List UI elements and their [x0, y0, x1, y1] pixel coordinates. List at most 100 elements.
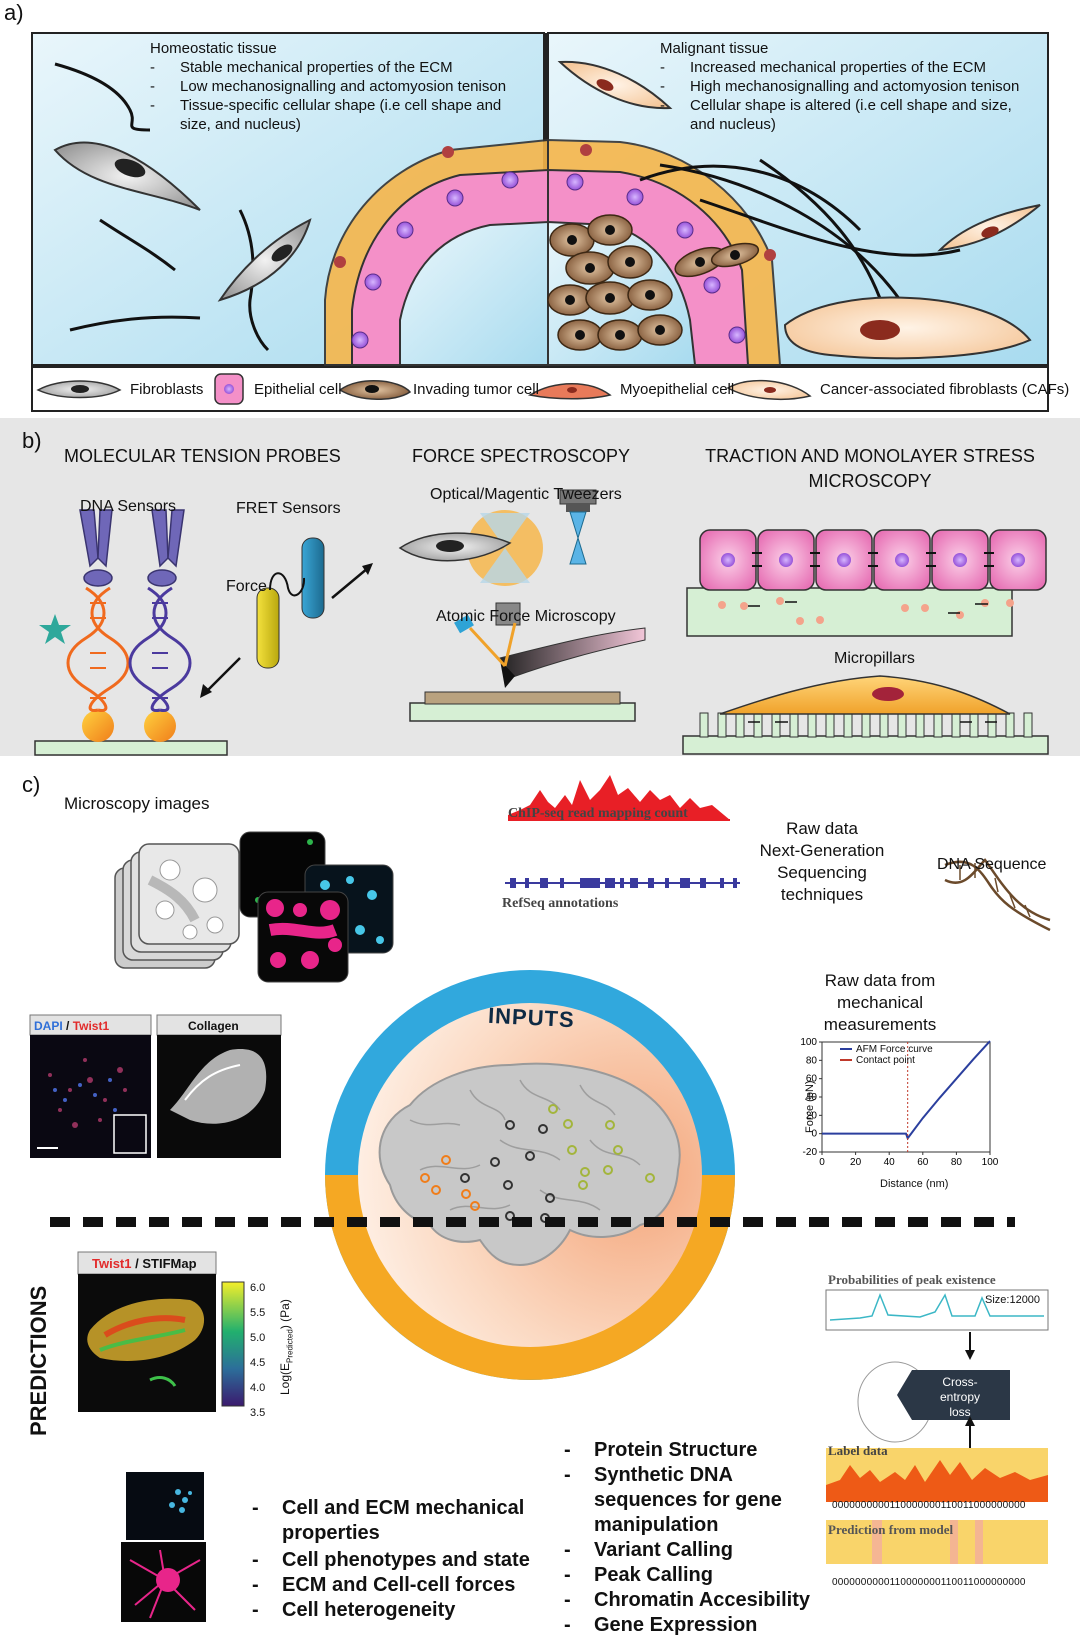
homeostatic-bullet-2: Low mechanosignalling and actomyosion te…: [150, 77, 520, 96]
afm-xlabel: Distance (nm): [880, 1178, 949, 1190]
homeostatic-text: Homeostatic tissue Stable mechanical pro…: [150, 39, 520, 134]
colorbar-tick-3: 5.0: [250, 1332, 266, 1344]
loss-line-1: Cross-: [942, 1375, 978, 1389]
traction-title-line1: TRACTION AND MONOLAYER STRESS: [705, 446, 1035, 466]
molecular-title: MOLECULAR TENSION PROBES: [64, 446, 341, 466]
legend-invading-tumor: Invading tumor cell: [413, 381, 539, 398]
dna-sensors-label: DNA Sensors: [80, 498, 177, 515]
prob-peak-title: Probabilities of peak existence: [828, 1272, 996, 1287]
prediction-model-title: Prediction from model: [828, 1522, 954, 1537]
size-label: Size:12000: [985, 1294, 1041, 1306]
raw-ngs-text: Raw data Next-Generation Sequencing tech…: [752, 818, 892, 906]
panel-b-label: b): [22, 428, 42, 453]
fret-sensors-label: FRET Sensors: [236, 500, 341, 517]
stif-twist-label: Twist1: [92, 1256, 132, 1271]
homeostatic-title: Homeostatic tissue: [150, 40, 277, 57]
afm-legend-contact: Contact point: [840, 1055, 933, 1066]
twist-stifmap-label: Twist1 / STIFMap: [92, 1256, 197, 1271]
panel-a-illustration: [31, 32, 1049, 412]
afm-x-tick-label: 20: [850, 1157, 862, 1168]
malignant-title: Malignant tissue: [660, 40, 769, 57]
afm-legend-curve: AFM Force curve: [840, 1044, 933, 1055]
prediction-right-6: Gene Expression: [564, 1613, 824, 1638]
chip-seq-title: ChIP-seq read mapping count: [508, 806, 688, 821]
homeostatic-bullet-3: Tissue-specific cellular shape (i.e cell…: [150, 96, 520, 134]
predictions-list-left: Cell and ECM mechanical properties Cell …: [252, 1496, 562, 1623]
afm-legend-curve-swatch: [840, 1048, 852, 1051]
legend-epithelial: Epithelial cell: [254, 381, 342, 398]
colorbar-label-unit: ) (Pa): [278, 1299, 292, 1330]
afm-label: Atomic Force Microscopy: [436, 608, 616, 625]
colorbar-tick-6: 3.5: [250, 1407, 266, 1419]
colorbar-tick-5: 4.0: [250, 1382, 266, 1394]
force-label: Force: [226, 578, 267, 595]
loss-label: Cross- entropy loss: [925, 1375, 995, 1420]
microscopy-images-label: Microscopy images: [64, 794, 210, 813]
panel-c-label: c): [22, 772, 41, 797]
colorbar-label-main: Log(E: [278, 1362, 292, 1395]
traction-title: TRACTION AND MONOLAYER STRESS MICROSCOPY: [690, 446, 1050, 492]
afm-y-tick-label: 40: [806, 1092, 818, 1103]
prediction-left-1: Cell and ECM mechanical properties: [252, 1496, 562, 1546]
dapi-label: DAPI: [34, 1019, 63, 1033]
afm-legend: AFM Force curve Contact point: [840, 1044, 933, 1066]
prediction-left-2: Cell phenotypes and state: [252, 1548, 562, 1573]
colorbar-label: Log(EPredicted) (Pa): [278, 1299, 294, 1395]
panel-a-label: a): [4, 0, 24, 25]
malignant-text: Malignant tissue Increased mechanical pr…: [660, 39, 1020, 134]
micropillars-label: Micropillars: [834, 650, 915, 667]
legend-fibroblasts: Fibroblasts: [130, 381, 204, 398]
afm-y-tick-label: 20: [806, 1110, 818, 1121]
prediction-binary-seq: 0000000000110000000110011000000000: [832, 1577, 1026, 1588]
colorbar-ticks: 6.0 5.5 5.0 4.5 4.0 3.5: [250, 1276, 265, 1426]
malignant-bullet-3: Cellular shape is altered (i.e cell shap…: [660, 96, 1020, 134]
legend-box: [31, 366, 1049, 412]
homeostatic-bullet-1: Stable mechanical properties of the ECM: [150, 58, 520, 77]
raw-mech-line-2: mechanical: [837, 993, 923, 1012]
afm-x-tick-label: 80: [951, 1157, 963, 1168]
prediction-right-2: Synthetic DNA sequences for gene manipul…: [564, 1463, 824, 1538]
afm-ylabel: Force (pN): [804, 1080, 816, 1133]
legend-myoepithelial: Myoepithelial cell: [620, 381, 735, 398]
raw-ngs-line-4: techniques: [780, 885, 864, 904]
tweezers-label: Optical/Magentic Tweezers: [430, 486, 622, 503]
loss-line-2: entropy: [939, 1390, 981, 1404]
afm-legend-curve-label: AFM Force curve: [856, 1044, 933, 1055]
legend-cafs: Cancer-associated fibroblasts (CAFs): [820, 381, 1070, 398]
afm-x-tick-label: 100: [982, 1157, 999, 1168]
label-data-title: Label data: [828, 1443, 888, 1458]
colorbar-tick-2: 5.5: [250, 1307, 266, 1319]
predictions-label: PREDICTIONS: [26, 1285, 51, 1436]
afm-y-tick-label: 0: [811, 1129, 817, 1140]
afm-y-tick-label: 100: [800, 1037, 817, 1048]
loss-line-3: loss: [949, 1405, 971, 1419]
afm-x-tick-label: 0: [819, 1157, 825, 1168]
afm-legend-contact-swatch: [840, 1059, 852, 1062]
prediction-left-4: Cell heterogeneity: [252, 1598, 562, 1623]
refseq-label: RefSeq annotations: [502, 896, 619, 911]
dapi-twist-label: DAPI / Twist1: [34, 1019, 110, 1033]
afm-y-tick-label: -20: [803, 1147, 818, 1158]
afm-legend-contact-label: Contact point: [856, 1055, 915, 1066]
colorbar-label-sub: Predicted: [285, 1329, 295, 1363]
dna-sequence-label: DNA Sequence: [937, 856, 1047, 873]
raw-mech-line-3: measurements: [823, 1015, 937, 1034]
inputs-label: INPUTS: [487, 1002, 576, 1033]
prediction-right-5: Chromatin Accesibility: [564, 1588, 824, 1613]
predictions-list-right: Protein Structure Synthetic DNA sequence…: [564, 1438, 824, 1638]
collagen-label: Collagen: [188, 1019, 239, 1033]
panel-b-illustration: [34, 489, 1049, 756]
raw-mech-line-1: Raw data from: [824, 971, 936, 990]
prediction-right-3: Variant Calling: [564, 1538, 824, 1563]
raw-ngs-line-2: Next-Generation: [759, 841, 885, 860]
raw-mech-text: Raw data from mechanical measurements: [800, 970, 960, 1036]
prediction-right-1: Protein Structure: [564, 1438, 824, 1463]
afm-y-tick-label: 60: [806, 1074, 818, 1085]
colorbar-tick-4: 4.5: [250, 1357, 266, 1369]
malignant-bullet-1: Increased mechanical properties of the E…: [660, 58, 1020, 77]
afm-y-tick-label: 80: [806, 1055, 818, 1066]
stifmap-label: STIFMap: [142, 1256, 197, 1271]
traction-title-line2: MICROSCOPY: [808, 471, 932, 491]
colorbar-tick-1: 6.0: [250, 1282, 266, 1294]
